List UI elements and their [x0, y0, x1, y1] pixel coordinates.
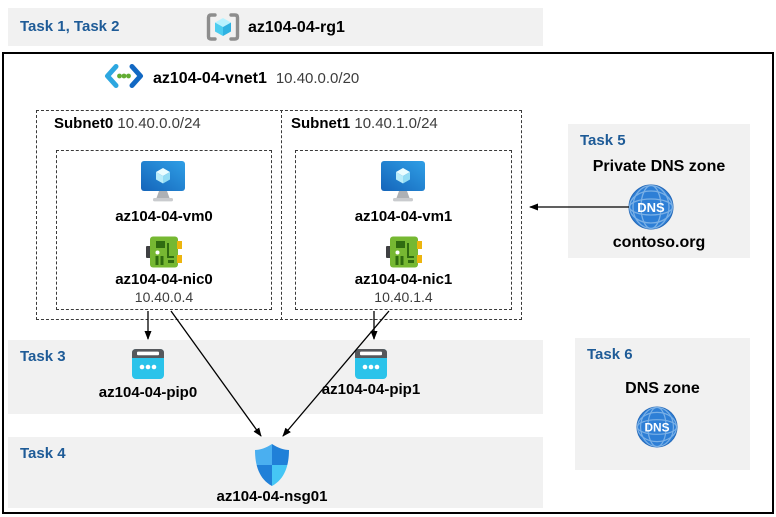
subnet0-label: Subnet0 10.40.0.0/24: [54, 115, 201, 132]
nic1-icon: [386, 235, 422, 274]
resource-group-icon: [205, 12, 241, 47]
subnet0-inner-box: [56, 150, 272, 310]
pip1-icon: [354, 348, 388, 385]
private-dns-zone-icon: DNS: [628, 184, 674, 235]
dns-icon-text: DNS: [644, 421, 669, 435]
nic0-ip: 10.40.0.4: [134, 289, 194, 305]
pip0-icon: [131, 348, 165, 385]
task3-band: Task 3 az104-04-pip0 az104-04-pip1: [8, 340, 543, 414]
subnets-container-box: [36, 110, 522, 320]
nic0-icon: [146, 235, 182, 274]
nsg-shield-icon: [253, 443, 291, 492]
subnet1-name: Subnet1: [291, 115, 351, 132]
subnet1-label: Subnet1 10.40.1.0/24: [291, 115, 438, 132]
private-dns-zone-name: contoso.org: [612, 234, 706, 251]
task5-label: Task 5: [580, 132, 626, 149]
vm1-name: az104-04-vm1: [354, 208, 453, 225]
private-dns-zone-title: Private DNS zone: [592, 158, 726, 175]
vnet-name: az104-04-vnet1: [153, 69, 267, 87]
pip1-name: az104-04-pip1: [321, 381, 421, 398]
vnet-icon: [104, 63, 144, 94]
resource-group-band: Task 1, Task 2 az104-04-rg1: [8, 8, 543, 46]
tasks-1-2-label: Task 1, Task 2: [20, 18, 120, 35]
subnet0-cidr: 10.40.0.0/24: [117, 115, 201, 132]
nic0-name: az104-04-nic0: [115, 271, 213, 288]
nic1-name: az104-04-nic1: [354, 271, 453, 288]
nic1-ip: 10.40.1.4: [374, 289, 433, 305]
subnet-divider: [281, 110, 282, 320]
dns-icon-text: DNS: [637, 200, 665, 215]
vnet-header: az104-04-vnet1 10.40.0.0/20: [104, 63, 359, 94]
task4-label: Task 4: [20, 445, 66, 462]
task5-box: Task 5 Private DNS zone DNS contoso.org: [568, 124, 750, 258]
vm1-icon: [380, 161, 426, 208]
pip0-name: az104-04-pip0: [98, 384, 198, 401]
vm0-icon: [140, 161, 186, 208]
task4-band: Task 4 az104-04-nsg01: [8, 437, 543, 508]
vnet-cidr: 10.40.0.0/20: [275, 70, 360, 87]
dns-zone-title: DNS zone: [625, 380, 700, 397]
nsg-name: az104-04-nsg01: [216, 488, 328, 505]
task3-label: Task 3: [20, 348, 66, 365]
task6-box: Task 6 DNS zone DNS: [575, 338, 750, 470]
resource-group-name: az104-04-rg1: [248, 19, 345, 36]
subnet1-inner-box: [295, 150, 512, 310]
subnet0-name: Subnet0: [54, 115, 114, 132]
vm0-name: az104-04-vm0: [115, 208, 213, 225]
dns-zone-icon: DNS: [636, 406, 678, 453]
task6-label: Task 6: [587, 346, 633, 363]
subnet1-cidr: 10.40.1.0/24: [354, 115, 438, 132]
